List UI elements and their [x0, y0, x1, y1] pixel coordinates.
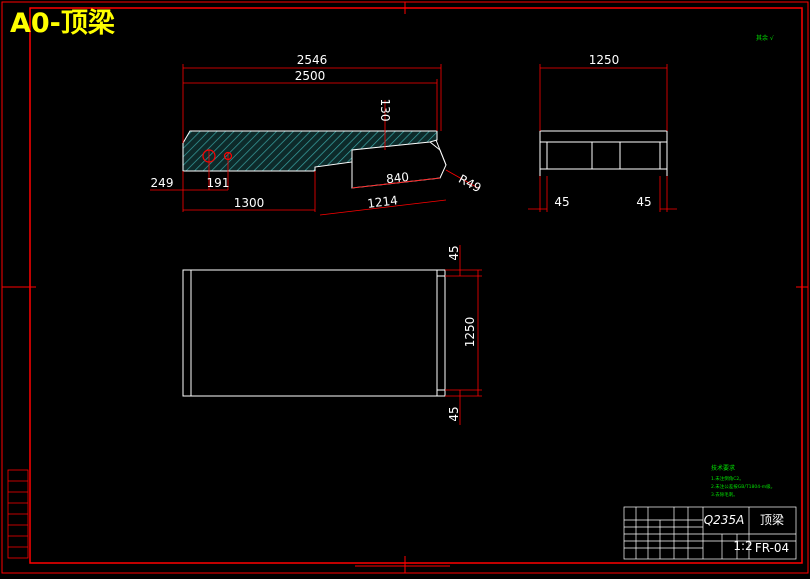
- side-view: 1250 45 45: [528, 53, 677, 212]
- tech-req-line-1: 1.未注倒角C2。: [711, 475, 744, 482]
- dim-radius: R49: [456, 172, 483, 195]
- title-block-drawing-number: FR-04: [755, 541, 789, 555]
- revision-strip: [7, 469, 29, 559]
- tech-req-line-3: 3.去除毛刺。: [711, 491, 738, 498]
- title-block: Q235A 顶梁 1:2 FR-04: [623, 506, 797, 560]
- dim-height-130: 130: [378, 99, 392, 122]
- dim-hole-191: 191: [207, 176, 230, 190]
- dim-plan-width: 1250: [463, 317, 477, 348]
- beam-lug: [351, 141, 447, 189]
- tech-req-heading: 技术要求: [711, 464, 735, 472]
- tech-req-line-2: 2.未注公差按GB/T1804-m级。: [711, 483, 775, 490]
- title-block-sheet-label: 顶梁: [760, 512, 784, 527]
- dim-side-right-45: 45: [636, 195, 651, 209]
- front-view: 2546 2500 130 840 R49 249 191 1300 1214: [150, 53, 484, 216]
- title-block-scale: 1:2: [733, 539, 752, 553]
- dim-overall-length: 2546: [297, 53, 328, 67]
- dim-offset-249: 249: [151, 176, 174, 190]
- dim-plan-top-45: 45: [447, 245, 461, 260]
- dim-length: 2500: [295, 69, 326, 83]
- dim-plan-bottom-45: 45: [447, 406, 461, 421]
- technical-requirements: 技术要求 1.未注倒角C2。 2.未注公差按GB/T1804-m级。 3.去除毛…: [711, 464, 775, 498]
- dim-width-top: 1250: [589, 53, 620, 67]
- dim-slope-1214: 1214: [366, 193, 398, 211]
- beam-section: [182, 130, 438, 172]
- dim-half-1300: 1300: [234, 196, 265, 210]
- drawing-title: A0-顶梁: [10, 8, 115, 39]
- dim-side-left-45: 45: [554, 195, 569, 209]
- title-block-material: Q235A: [704, 513, 745, 527]
- dim-ear-840: 840: [385, 170, 409, 186]
- inner-border: [29, 7, 803, 564]
- roughness-note: 其余 √: [756, 34, 774, 42]
- plan-view: 45 1250 45: [182, 245, 482, 425]
